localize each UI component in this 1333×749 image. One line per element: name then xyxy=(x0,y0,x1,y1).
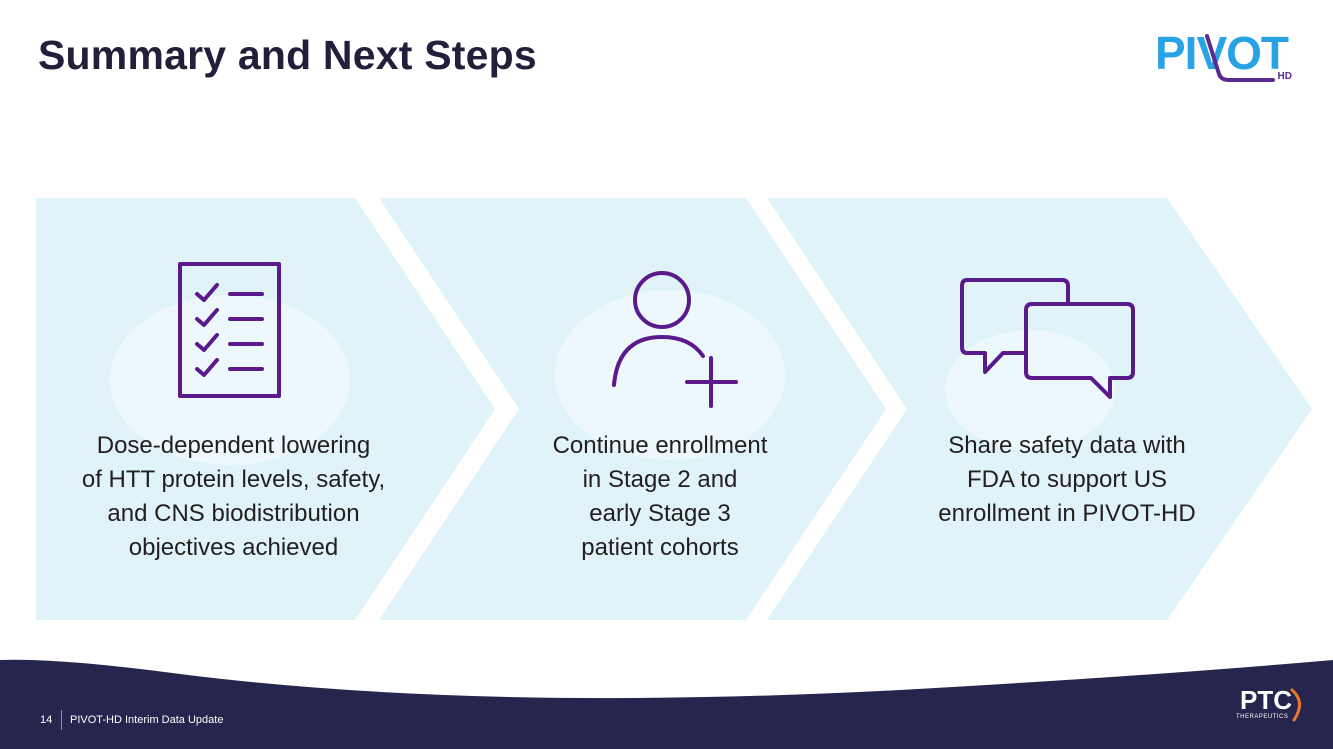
ptc-logo-arc xyxy=(1290,688,1301,722)
step-2-line: in Stage 2 and xyxy=(582,466,738,493)
step-1-line: objectives achieved xyxy=(128,534,339,561)
step-1-text: Dose-dependent lowering of HTT protein l… xyxy=(36,429,431,565)
step-1-line: Dose-dependent lowering xyxy=(96,432,371,459)
decorative-blob-2 xyxy=(555,290,785,460)
footer-divider xyxy=(61,710,62,730)
pivot-logo-swoosh xyxy=(1205,34,1275,82)
add-user-icon xyxy=(612,271,738,408)
ptc-therapeutics-logo: PTC THERAPEUTICS xyxy=(1228,686,1308,726)
decorative-blob-1 xyxy=(110,295,350,465)
step-2-line: patient cohorts xyxy=(581,534,739,561)
checklist-icon xyxy=(178,262,281,398)
footer-label: PIVOT-HD Interim Data Update xyxy=(70,714,224,726)
step-2-text: Continue enrollment in Stage 2 and early… xyxy=(500,429,820,565)
page-title: Summary and Next Steps xyxy=(38,32,537,78)
pivot-logo-text: PIVOT xyxy=(1155,27,1289,79)
ptc-logo-text: PTC xyxy=(1240,685,1292,715)
step-1-line: of HTT protein levels, safety, xyxy=(81,466,386,493)
pivot-logo-suffix: HD xyxy=(1277,71,1292,82)
step-3-text: Share safety data with FDA to support US… xyxy=(897,429,1237,531)
step-3-line: Share safety data with xyxy=(948,432,1186,459)
ptc-logo-sub: THERAPEUTICS xyxy=(1236,714,1289,720)
step-2-line: early Stage 3 xyxy=(589,500,731,527)
step-3-line: enrollment in PIVOT-HD xyxy=(938,500,1196,527)
page-number: 14 xyxy=(40,714,53,726)
footer-band xyxy=(0,659,1333,749)
decorative-blob-3 xyxy=(945,330,1115,450)
step-2-line: Continue enrollment xyxy=(552,432,768,459)
step-1-line: and CNS biodistribution xyxy=(107,500,360,527)
pivot-hd-logo: PIVOT HD xyxy=(1155,30,1300,90)
chat-bubbles-icon xyxy=(960,278,1135,399)
step-3-line: FDA to support US xyxy=(966,466,1168,493)
